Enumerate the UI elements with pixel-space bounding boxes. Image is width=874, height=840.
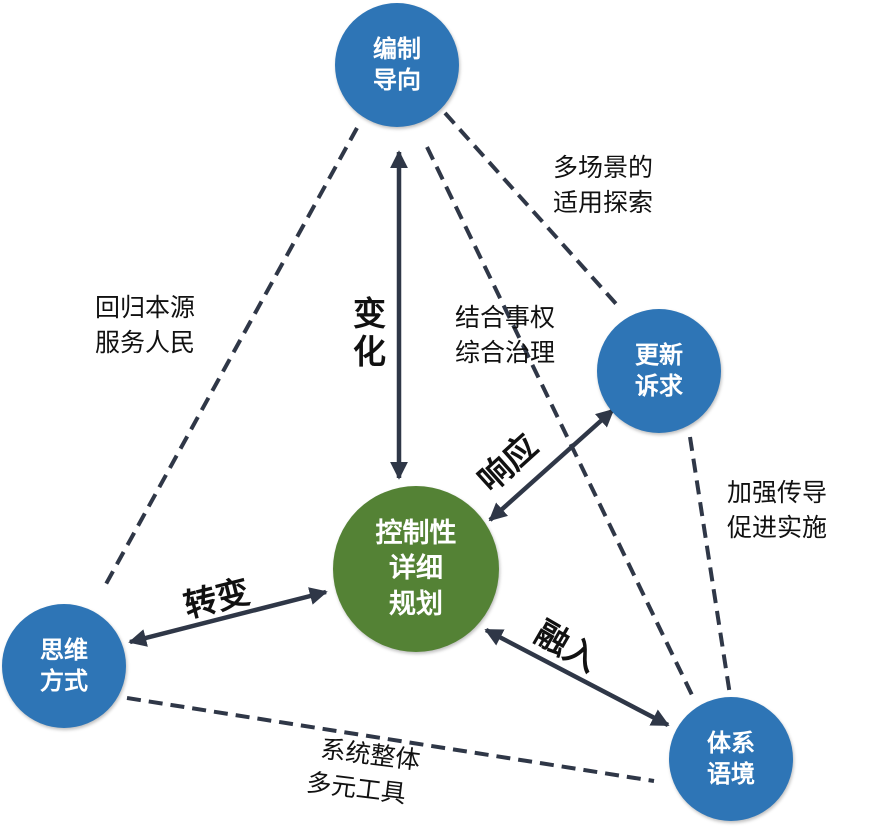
edge-label-top-left: 回归本源 服务人民 [95,290,195,360]
edge-label-top-left-line-2: 服务人民 [95,328,196,357]
node-center-line-1: 控制性 [375,518,457,550]
dashed-line-left-bottom [126,696,655,783]
node-bottom-line-2: 语境 [707,760,755,788]
edge-label-top-left-line-1: 回归本源 [95,293,196,322]
node-top-line-2: 导向 [373,66,421,94]
arrow-left-center [128,587,328,647]
node-center: 控制性 详细 规划 [333,486,499,652]
arrow-bottom-center [484,628,670,727]
node-top: 编制 导向 [335,3,459,127]
dashed-line-right-bottom [688,436,732,696]
node-right-line-1: 更新 [635,340,683,369]
edge-label-left-bottom: 系统整体 多元工具 [304,730,422,813]
node-bottom: 体系 语境 [669,697,793,821]
edge-label-top-bottom-line-1: 结合事权 [455,303,556,332]
edge-label-right-bottom-line-1: 加强传导 [727,478,828,507]
node-left: 思维 方式 [2,604,126,728]
node-right-line-2: 诉求 [635,372,683,400]
node-left-line-2: 方式 [40,667,88,695]
edge-label-top-right: 多场景的 适用探索 [553,150,653,220]
edge-label-top-bottom-line-2: 综合治理 [455,338,556,367]
arrow-label-top-char-2: 化 [353,331,386,371]
edge-label-right-bottom-line-2: 促进实施 [727,513,828,542]
node-right: 更新 诉求 [597,309,721,433]
edge-label-top-bottom: 结合事权 综合治理 [455,300,555,370]
node-bottom-line-1: 体系 [707,728,755,757]
node-left-line-1: 思维 [40,635,88,664]
node-center-line-2: 详细 [389,553,443,585]
edge-label-top-right-line-1: 多场景的 [553,153,654,182]
dashed-line-top-bottom [425,146,694,696]
arrow-label-top-char-1: 变 [353,294,386,333]
edge-label-right-bottom: 加强传导 促进实施 [727,475,827,545]
node-center-line-3: 规划 [389,588,443,620]
node-top-line-1: 编制 [373,34,421,63]
edge-label-top-right-line-2: 适用探索 [553,188,654,217]
arrow-label-top: 变 化 [353,295,386,371]
arrow-right-center [488,408,615,522]
